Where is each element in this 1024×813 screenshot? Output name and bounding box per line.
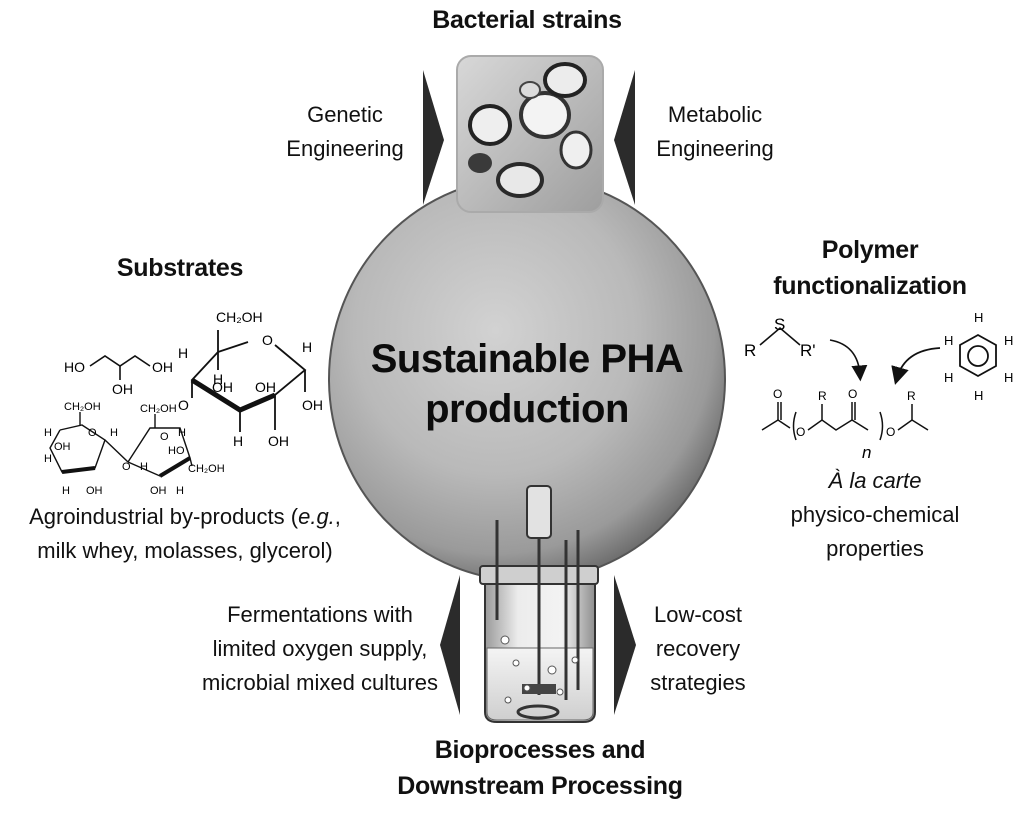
polymer-caption-line3: properties — [826, 536, 924, 561]
benzene-structure — [891, 333, 997, 385]
sucrose-o-link: O — [122, 461, 131, 473]
glycerol-oh-bottom-label: OH — [112, 381, 133, 397]
substrates-caption-line1: Agroindustrial by-products (e.g., — [0, 500, 370, 534]
galactose-structure — [190, 330, 307, 432]
polymer-chain-structure — [761, 402, 929, 441]
sucrose-h-6: H — [140, 461, 148, 473]
chain-n-label: n — [862, 443, 871, 462]
thioether-structure — [759, 326, 868, 382]
glycerol-oh-label: OH — [152, 359, 173, 375]
metabolic-arrow — [614, 70, 635, 205]
sucrose-oh-1: OH — [54, 441, 71, 453]
thioether-r-label: R — [744, 341, 756, 360]
galactose-o-link: O — [178, 397, 189, 413]
bioprocess-heading: Bioprocesses and Downstream Processing — [340, 732, 740, 804]
sucrose-h-7: H — [176, 485, 184, 497]
sucrose-h-5: H — [178, 427, 186, 439]
sucrose-h-1: H — [44, 427, 52, 439]
sucrose-ch2oh-3: CH₂OH — [188, 463, 225, 475]
substrates-caption-line2: milk whey, molasses, glycerol) — [37, 538, 333, 563]
polymer-caption: À la carte physico-chemical properties — [760, 464, 990, 566]
polymer-heading: Polymer functionalization — [750, 232, 990, 304]
caption-text-a: Agroindustrial by-products ( — [29, 504, 299, 529]
benzene-h-right-top: H — [1004, 333, 1013, 348]
genetic-line1: Genetic — [307, 102, 383, 127]
sucrose-h-3: H — [62, 485, 70, 497]
sucrose-o-1: O — [88, 427, 97, 439]
metabolic-line2: Engineering — [656, 136, 774, 161]
recovery-line1: Low-cost — [653, 602, 743, 627]
recovery-arrow — [614, 575, 636, 715]
chain-o-carbonyl-1: O — [773, 387, 782, 401]
benzene-h-right-bottom: H — [1004, 370, 1013, 385]
chain-r-1: R — [818, 389, 827, 403]
glycerol-ho-label: HO — [64, 359, 85, 375]
metabolic-line1: Metabolic — [667, 102, 763, 127]
chain-o-ester-1: O — [796, 425, 805, 439]
central-title: Sustainable PHA production — [327, 334, 727, 434]
fermentation-line3: microbial mixed cultures — [202, 670, 438, 695]
benzene-h-left-top: H — [944, 333, 953, 348]
genetic-engineering-label: Genetic Engineering — [270, 98, 420, 166]
caption-text-em: e.g. — [298, 504, 335, 529]
sucrose-ch2oh-2: CH₂OH — [140, 403, 177, 415]
polymer-heading-line2: functionalization — [773, 272, 967, 300]
thioether-r2-label: R' — [800, 341, 816, 360]
polymer-caption-em: À la carte — [828, 468, 922, 493]
glycerol-structure — [89, 355, 151, 380]
central-title-line1: Sustainable PHA — [370, 337, 684, 381]
sucrose-o-2: O — [160, 431, 169, 443]
bacterial-micrograph-image — [456, 55, 604, 213]
galactose-h-3: H — [302, 339, 312, 355]
substrates-caption: Agroindustrial by-products (e.g., milk w… — [0, 500, 370, 568]
galactose-h-4: H — [233, 433, 243, 449]
recovery-line3: strategies — [650, 670, 746, 695]
recovery-line2: recovery — [655, 636, 741, 661]
galactose-oh-2: OH — [255, 379, 276, 395]
polymer-caption-line1: À la carte — [760, 464, 990, 498]
galactose-oh-1: OH — [212, 379, 233, 395]
sucrose-structure — [49, 412, 193, 478]
chain-o-ester-2: O — [886, 425, 895, 439]
polymer-heading-line1: Polymer — [821, 236, 919, 264]
galactose-h-2: H — [213, 371, 223, 387]
sucrose-oh-2: OH — [86, 485, 103, 497]
central-title-line2: production — [425, 387, 629, 431]
chain-o-carbonyl-2: O — [848, 387, 857, 401]
galactose-ring-o-label: O — [262, 332, 273, 348]
bioreactor-icon — [479, 485, 599, 723]
sucrose-h-2: H — [44, 453, 52, 465]
galactose-oh-3: OH — [302, 397, 323, 413]
bacterial-strains-heading: Bacterial strains — [432, 6, 622, 34]
thioether-s-label: S — [774, 315, 785, 334]
metabolic-engineering-label: Metabolic Engineering — [640, 98, 790, 166]
fermentation-arrow — [440, 575, 460, 715]
fermentation-label: Fermentations with limited oxygen supply… — [180, 598, 460, 700]
benzene-h-top: H — [974, 310, 983, 325]
sucrose-ho: HO — [168, 445, 185, 457]
fermentation-line1: Fermentations with — [227, 602, 413, 627]
bioprocess-heading-line1: Bioprocesses and — [434, 736, 646, 764]
bioprocess-heading-line2: Downstream Processing — [397, 772, 683, 800]
genetic-line2: Engineering — [286, 136, 404, 161]
chain-r-2: R — [907, 389, 916, 403]
substrates-heading: Substrates — [116, 254, 244, 282]
genetic-arrow — [423, 70, 444, 205]
sucrose-h-4: H — [110, 427, 118, 439]
polymer-caption-line2: physico-chemical — [790, 502, 960, 527]
fermentation-line2: limited oxygen supply, — [212, 636, 428, 661]
benzene-h-left-bottom: H — [944, 370, 953, 385]
caption-text-b: , — [334, 504, 341, 529]
galactose-oh-4: OH — [268, 433, 289, 449]
recovery-label: Low-cost recovery strategies — [628, 598, 768, 700]
galactose-h-1: H — [178, 345, 188, 361]
galactose-ch2oh-label: CH₂OH — [216, 309, 263, 325]
benzene-h-bottom: H — [974, 388, 983, 403]
sucrose-ch2oh-1: CH₂OH — [64, 401, 101, 413]
sucrose-oh-3: OH — [150, 485, 167, 497]
